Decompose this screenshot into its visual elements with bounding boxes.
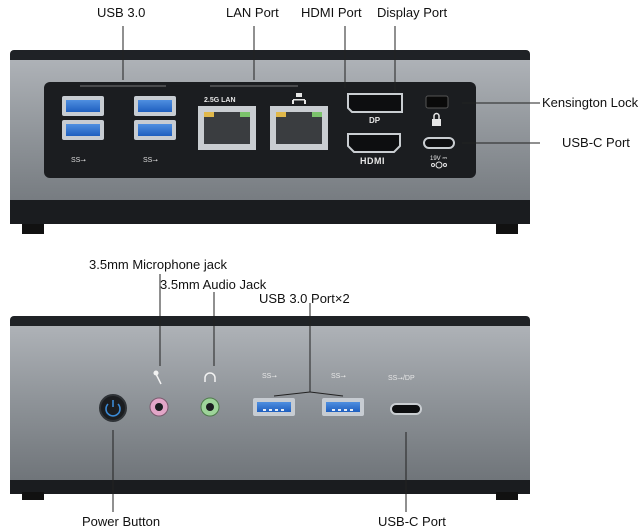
hdmi-text: HDMI: [360, 156, 385, 166]
power-button[interactable]: [99, 394, 127, 422]
lan-2-5g-text: 2.5G LAN: [204, 97, 236, 104]
display-port-label: Display Port: [377, 5, 448, 20]
lan-port-label: LAN Port: [226, 5, 279, 20]
kensington-lock-slot[interactable]: [425, 95, 449, 109]
usb-logo-text: SS⭢: [71, 157, 86, 164]
usb-a-port[interactable]: [134, 96, 176, 140]
kensington-lock-label: Kensington Lock: [542, 95, 639, 110]
usb30-label: USB 3.0: [97, 5, 146, 20]
usbc-dp-text: SS⭢/DP: [388, 375, 415, 382]
headphone-icon: [204, 372, 216, 382]
hdmi-port[interactable]: [347, 133, 401, 153]
rear-view-device: [10, 26, 540, 234]
power-rating-text: 19V ⎓: [430, 156, 448, 162]
power-button-label: Power Button: [82, 514, 161, 529]
usb-a-port[interactable]: [322, 398, 364, 416]
microphone-icon: [153, 370, 162, 385]
lan-port[interactable]: [270, 106, 328, 150]
usbc-port-label: USB-C Port: [562, 135, 630, 150]
network-icon: [292, 93, 306, 104]
usb-a-port[interactable]: [253, 398, 295, 416]
microphone-jack-label: 3.5mm Microphone jack: [89, 257, 227, 272]
usb30-port-x2-label: USB 3.0 Port×2: [259, 291, 350, 306]
lan-port-2-5g[interactable]: [198, 106, 256, 150]
usbc-port-label: USB-C Port: [378, 514, 446, 529]
callout-lines: [80, 26, 540, 144]
microphone-jack[interactable]: [149, 397, 169, 417]
dp-text: DP: [369, 116, 381, 125]
displayport-port[interactable]: [347, 93, 403, 113]
polarity-icon: [431, 161, 447, 169]
hdmi-port-label: HDMI Port: [301, 5, 362, 20]
audio-jack-label: 3.5mm Audio Jack: [160, 277, 267, 292]
callout-lines: [112, 274, 407, 512]
lock-icon: [432, 112, 441, 126]
usb-c-port[interactable]: [390, 403, 422, 415]
usb-a-port[interactable]: [62, 96, 104, 140]
usb-logo-text: SS⭢: [262, 373, 277, 380]
rear-port-panel: [44, 82, 476, 178]
audio-jack[interactable]: [200, 397, 220, 417]
usb-logo-text: SS⭢: [143, 157, 158, 164]
front-view-device: [10, 274, 530, 512]
usb-logo-text: SS⭢: [331, 373, 346, 380]
usb-c-power-port[interactable]: [423, 137, 455, 149]
